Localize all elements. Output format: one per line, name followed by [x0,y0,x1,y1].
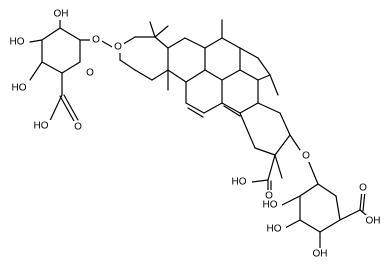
triterpene-labels: O HO O [112,41,275,202]
triterpene-acid-ho: HO [232,177,247,188]
left-sugar-oh-1: OH [54,9,69,20]
triterpene-core [119,19,301,196]
right-sugar-oh-3: OH [313,249,328,260]
right-sugar-acid-o: O [359,183,367,194]
left-sugar-ring-o: O [86,68,94,79]
left-sugar-ring [29,19,115,126]
left-sugar-acid-o: O [74,122,82,133]
right-sugar-ring-o: O [302,151,310,162]
left-sugar-labels: OH HO HO O O HO O [6,8,102,133]
left-sugar-acid-ho: HO [34,121,49,132]
right-sugar-oh-2: HO [267,224,282,235]
left-sugar-oh-2: HO [10,37,25,48]
right-sugar-ring [281,159,373,251]
right-sugar-oh-1: HO [263,200,278,211]
right-sugar-acid-oh: OH [366,216,381,227]
left-sugar-link-o: O [92,35,100,46]
left-sugar-oh-3: HO [12,83,27,94]
triterpene-acid-o: O [265,191,273,202]
right-sugar-labels: O HO HO OH OH O [258,150,384,260]
triterpene-link-o: O [114,42,122,53]
